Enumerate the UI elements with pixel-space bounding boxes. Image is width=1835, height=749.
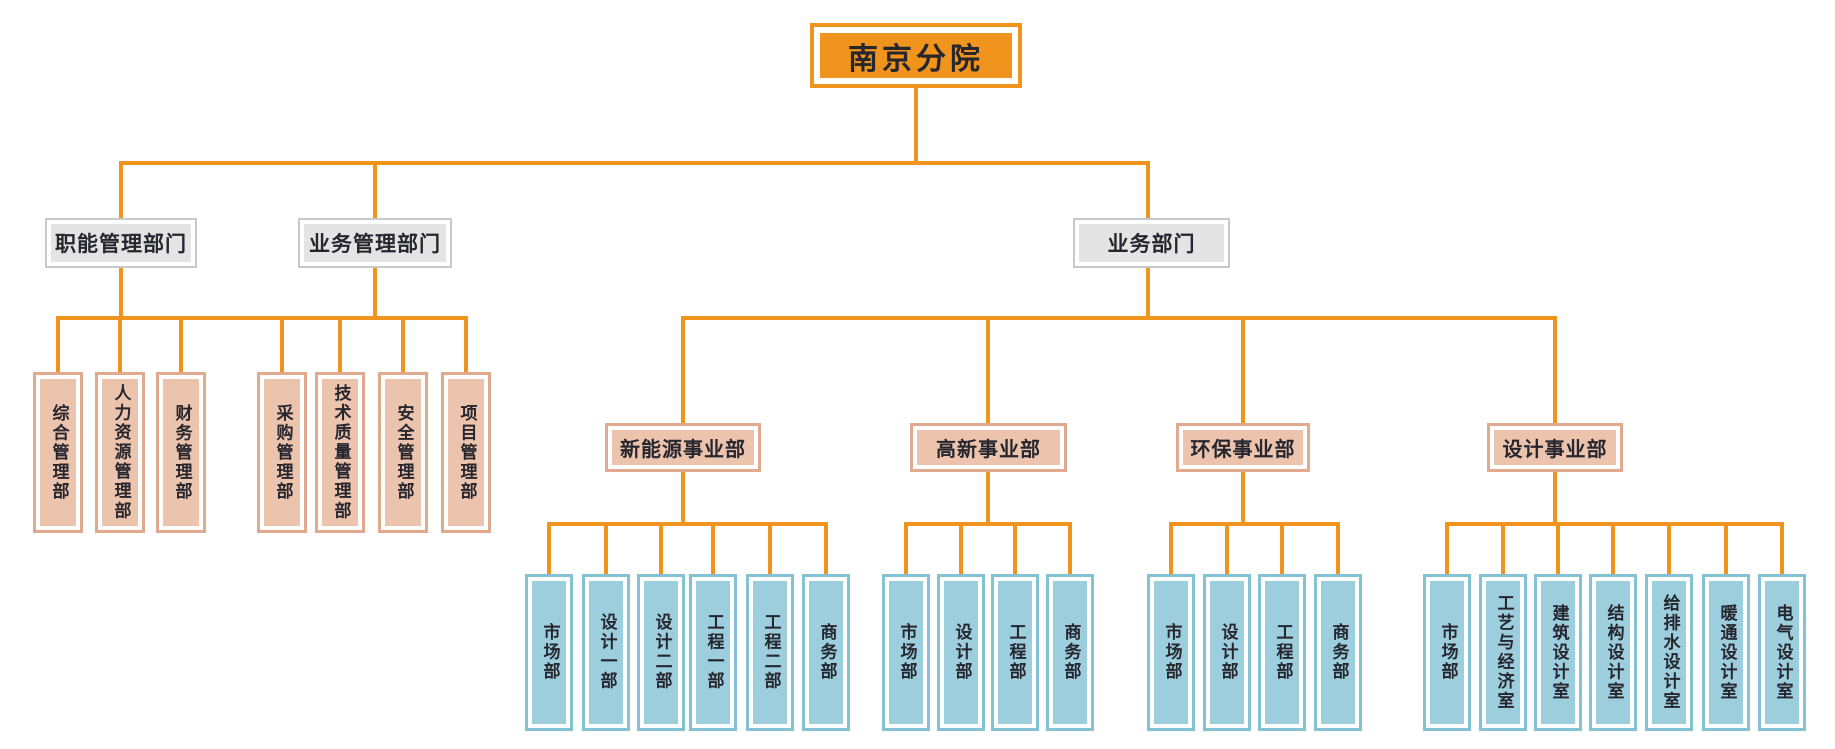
connector-line: [547, 522, 828, 526]
connector-line: [373, 265, 377, 320]
connector-line: [1280, 522, 1284, 578]
node-business-mgmt-depts: 业务管理部门: [298, 218, 452, 268]
node-business-depts: 业务部门: [1073, 218, 1230, 268]
node-nanjing-branch: 南京分院: [810, 23, 1022, 88]
connector-line: [118, 316, 122, 376]
node-safety-mgmt-dept: 安全管理部: [378, 372, 428, 533]
node-structure-design-office: 结构设计室: [1589, 574, 1637, 731]
connector-line: [401, 316, 405, 376]
connector-line: [338, 316, 342, 376]
connector-line: [1667, 522, 1671, 578]
connector-line: [914, 86, 918, 163]
connector-line: [1611, 522, 1615, 578]
node-neweng-design-dept-2: 设计二部: [637, 574, 685, 731]
connector-line: [681, 470, 685, 526]
connector-line: [986, 316, 990, 427]
node-general-mgmt-dept: 综合管理部: [33, 372, 83, 533]
connector-line: [1445, 522, 1449, 578]
node-hr-mgmt-dept: 人力资源管理部: [95, 372, 145, 533]
node-architecture-design-office: 建筑设计室: [1534, 574, 1582, 731]
node-water-drainage-design-office: 给排水设计室: [1645, 574, 1693, 731]
connector-line: [681, 316, 685, 427]
node-neweng-engineering-dept-2: 工程二部: [746, 574, 794, 731]
connector-line: [1241, 470, 1245, 526]
node-neweng-design-dept-1: 设计一部: [582, 574, 630, 731]
connector-line: [1553, 316, 1557, 427]
connector-line: [659, 522, 663, 578]
connector-line: [56, 316, 60, 376]
connector-line: [1336, 522, 1340, 578]
node-new-energy-unit: 新能源事业部: [605, 423, 761, 472]
connector-line: [711, 522, 715, 578]
node-neweng-commerce-dept: 商务部: [802, 574, 850, 731]
connector-line: [547, 522, 551, 578]
connector-line: [1225, 522, 1229, 578]
connector-line: [1013, 522, 1017, 578]
node-neweng-market-dept: 市场部: [525, 574, 573, 731]
node-env-commerce-dept: 商务部: [1314, 574, 1362, 731]
connector-line: [1068, 522, 1072, 578]
connector-line: [1556, 522, 1560, 578]
node-hightech-engineering-dept: 工程部: [991, 574, 1039, 731]
node-electrical-design-office: 电气设计室: [1758, 574, 1806, 731]
connector-line: [1780, 522, 1784, 578]
node-hightech-market-dept: 市场部: [882, 574, 930, 731]
connector-line: [824, 522, 828, 578]
node-env-market-dept: 市场部: [1147, 574, 1195, 731]
connector-line: [280, 316, 284, 376]
connector-line: [1146, 265, 1150, 320]
connector-line: [986, 470, 990, 526]
node-env-engineering-dept: 工程部: [1258, 574, 1306, 731]
connector-line: [904, 522, 908, 578]
connector-line: [1146, 161, 1150, 220]
connector-line: [179, 316, 183, 376]
connector-line: [1169, 522, 1340, 526]
connector-line: [1241, 316, 1245, 427]
connector-line: [119, 161, 123, 220]
connector-line: [121, 161, 1150, 165]
connector-line: [604, 522, 608, 578]
connector-line: [373, 161, 377, 220]
node-functional-mgmt-depts: 职能管理部门: [45, 218, 197, 268]
node-env-design-dept: 设计部: [1203, 574, 1251, 731]
connector-line: [1169, 522, 1173, 578]
connector-line: [904, 522, 1072, 526]
node-design-unit: 设计事业部: [1487, 423, 1623, 472]
connector-line: [464, 316, 468, 376]
node-hightech-unit: 高新事业部: [910, 423, 1067, 472]
connector-line: [1501, 522, 1505, 578]
connector-line: [1724, 522, 1728, 578]
node-tech-quality-mgmt-dept: 技术质量管理部: [315, 372, 365, 533]
node-design-market-dept: 市场部: [1423, 574, 1471, 731]
connector-line: [119, 265, 123, 320]
node-procurement-mgmt-dept: 采购管理部: [257, 372, 307, 533]
node-hightech-commerce-dept: 商务部: [1046, 574, 1094, 731]
connector-line: [58, 316, 468, 320]
node-process-economy-office: 工艺与经济室: [1479, 574, 1527, 731]
connector-line: [681, 316, 1557, 320]
node-finance-mgmt-dept: 财务管理部: [156, 372, 206, 533]
node-neweng-engineering-dept-1: 工程一部: [689, 574, 737, 731]
connector-line: [1553, 470, 1557, 526]
node-hightech-design-dept: 设计部: [937, 574, 985, 731]
node-project-mgmt-dept: 项目管理部: [441, 372, 491, 533]
node-hvac-design-office: 暖通设计室: [1702, 574, 1750, 731]
connector-line: [768, 522, 772, 578]
node-environmental-unit: 环保事业部: [1176, 423, 1310, 472]
connector-line: [959, 522, 963, 578]
